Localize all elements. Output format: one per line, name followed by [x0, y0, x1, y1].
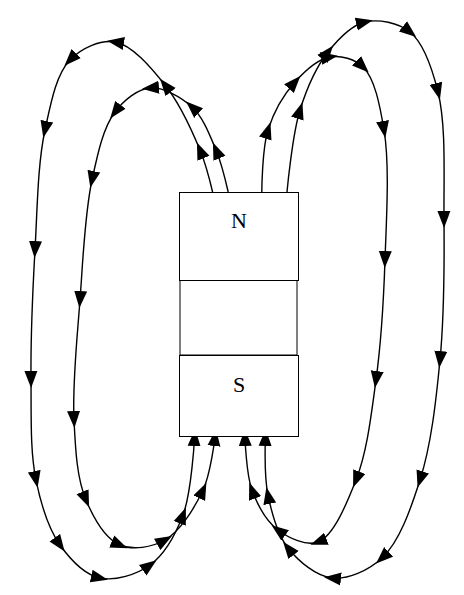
pole-label: N: [180, 209, 298, 233]
pole-label: S: [180, 373, 298, 397]
field-line: [31, 42, 213, 579]
field-line: [265, 21, 444, 578]
magnet-pole: N: [179, 192, 299, 281]
magnet-pole: S: [179, 355, 299, 437]
magnet-body: [180, 280, 297, 355]
field-line: [74, 88, 229, 548]
field-line: [245, 57, 387, 544]
